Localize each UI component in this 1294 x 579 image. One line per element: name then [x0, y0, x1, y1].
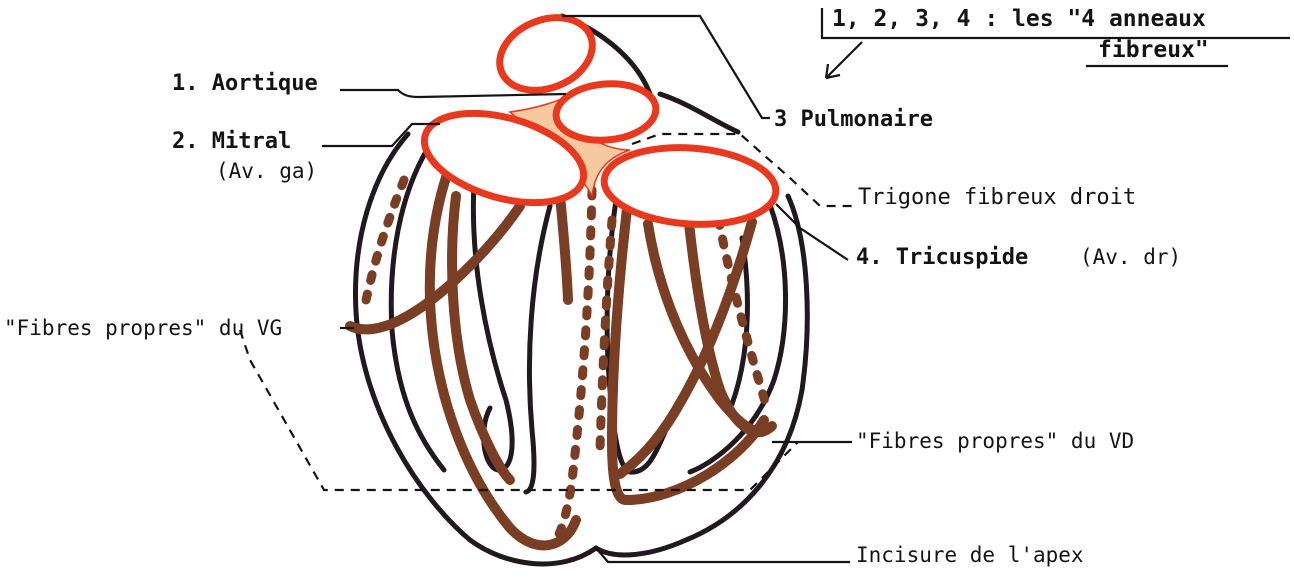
label-pulmonaire: 3 Pulmonaire [774, 107, 933, 132]
label-aortique: 1. Aortique [172, 71, 318, 96]
aortic-ring [554, 80, 659, 145]
label-tricuspide-sub: (Av. dr) [1080, 245, 1181, 269]
label-trigone: Trigone fibreux droit [858, 185, 1136, 210]
label-fibres-vg: "Fibres propres" du VG [4, 316, 282, 340]
label-fibres-vd: "Fibres propres" du VD [856, 429, 1134, 453]
leader-header-arrow [826, 42, 862, 78]
label-tricuspide: 4. Tricuspide [856, 245, 1028, 270]
header-note-line2: fibreux" [1098, 37, 1209, 63]
label-mitral-sub: (Av. ga) [216, 159, 317, 183]
header-note-line1: 1, 2, 3, 4 : les "4 anneaux [832, 6, 1206, 32]
label-mitral: 2. Mitral [172, 129, 291, 154]
septum-outline [526, 206, 550, 492]
label-incisure: Incisure de l'apex [856, 543, 1084, 567]
leader-tricuspide [776, 204, 848, 260]
